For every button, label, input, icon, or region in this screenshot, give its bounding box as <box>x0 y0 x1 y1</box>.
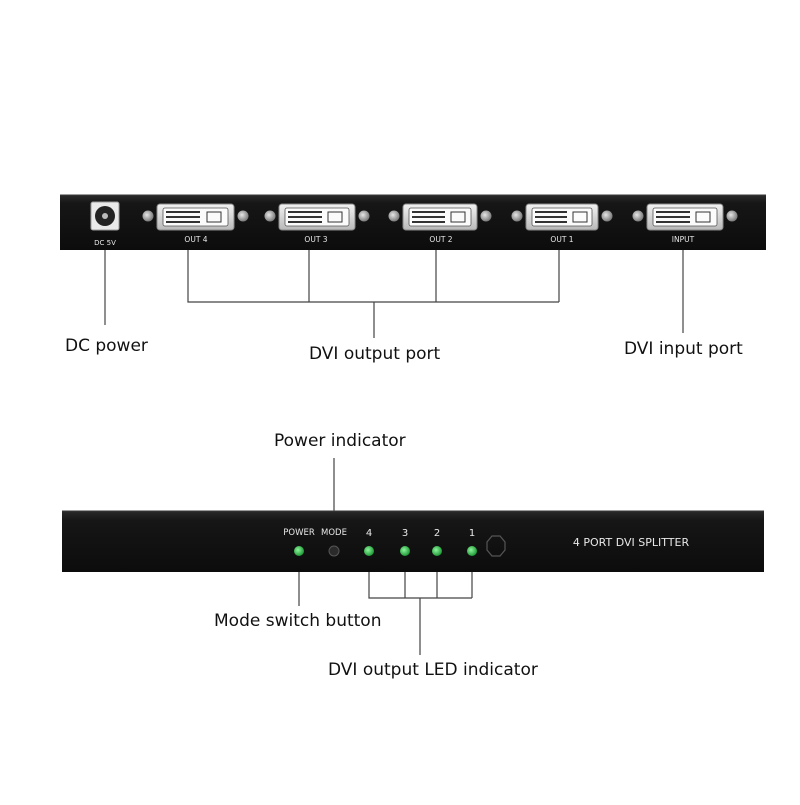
dvi-port-out1 <box>511 203 613 231</box>
port-label-out4: OUT 4 <box>184 235 207 244</box>
port-screw <box>358 210 370 222</box>
led-label-4: 4 <box>366 528 372 539</box>
dvi-port-input <box>632 203 738 231</box>
callout-dvi-input-port: DVI input port <box>624 339 743 359</box>
front-panel-body <box>62 511 764 572</box>
output-led-3 <box>400 546 410 556</box>
power-label: POWER <box>283 528 315 538</box>
front-panel: POWER MODE 4 3 2 1 4 PORT DVI SPLITTER <box>62 510 764 572</box>
dvi-port-out3 <box>264 203 370 231</box>
led-label-2: 2 <box>434 528 440 539</box>
leader-dvi-output-led-indicator <box>368 572 473 655</box>
port-screw <box>511 210 523 222</box>
device-title: 4 PORT DVI SPLITTER <box>573 536 690 549</box>
dvi-port-out2 <box>388 203 492 231</box>
port-screw <box>480 210 492 222</box>
output-led-4 <box>364 546 374 556</box>
front-leader-lines <box>298 458 473 655</box>
output-led-1 <box>467 546 477 556</box>
led-label-3: 3 <box>402 528 408 539</box>
rear-leader-lines <box>104 250 684 338</box>
port-screw <box>726 210 738 222</box>
dc-jack <box>90 201 120 231</box>
callout-power-indicator: Power indicator <box>274 431 406 451</box>
output-led-2 <box>432 546 442 556</box>
ir-sensor-icon <box>486 535 506 557</box>
port-screw <box>388 210 400 222</box>
rear-panel: DC 5V OUT 4 <box>60 194 766 250</box>
mode-label: MODE <box>321 528 347 538</box>
callout-dc-power: DC power <box>65 336 148 356</box>
port-label-out3: OUT 3 <box>304 235 327 244</box>
dvi-port-out4 <box>142 203 249 231</box>
callout-dvi-output-led-indicator: DVI output LED indicator <box>328 660 538 680</box>
mode-switch-button[interactable] <box>328 545 340 557</box>
port-screw <box>142 210 154 222</box>
power-led <box>294 546 304 556</box>
port-screw <box>632 210 644 222</box>
port-label-out2: OUT 2 <box>429 235 452 244</box>
port-label-input: INPUT <box>672 235 695 244</box>
port-screw <box>237 210 249 222</box>
port-label-out1: OUT 1 <box>550 235 573 244</box>
callout-mode-switch-button: Mode switch button <box>214 611 382 631</box>
port-screw <box>264 210 276 222</box>
leader-dvi-output-port <box>187 250 560 338</box>
port-screw <box>601 210 613 222</box>
led-label-1: 1 <box>469 528 475 539</box>
callout-dvi-output-port: DVI output port <box>309 344 441 364</box>
dc-label: DC 5V <box>94 239 116 247</box>
